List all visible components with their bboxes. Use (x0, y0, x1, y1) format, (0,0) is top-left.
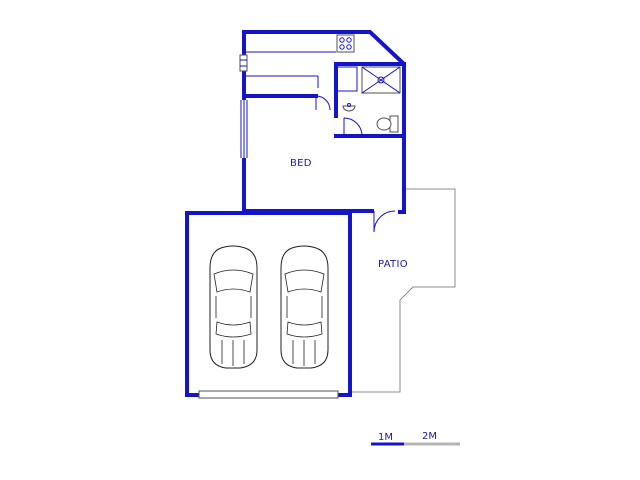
scale-label-2m: 2M (422, 431, 437, 442)
garage-door (198, 390, 339, 399)
garage-walls (185, 211, 352, 399)
scale-bar: 1M 2M (371, 431, 460, 446)
room-label-patio: PATIO (378, 259, 408, 270)
car-left (209, 245, 258, 369)
room-label-bed: BED (290, 158, 312, 169)
toilet-icon (376, 115, 399, 133)
stove-icon (336, 34, 355, 53)
fridge-icon (336, 66, 358, 92)
kitchen-door (315, 95, 331, 111)
patio-door (373, 208, 398, 233)
scale-label-1m: 1M (378, 432, 393, 443)
patio-outline (352, 188, 456, 393)
kitchen-area (239, 34, 355, 98)
car-right (280, 245, 329, 369)
bathroom (334, 62, 406, 138)
window-left-upper (239, 54, 248, 72)
window-left-lower (240, 100, 248, 158)
basin-icon (342, 105, 356, 112)
